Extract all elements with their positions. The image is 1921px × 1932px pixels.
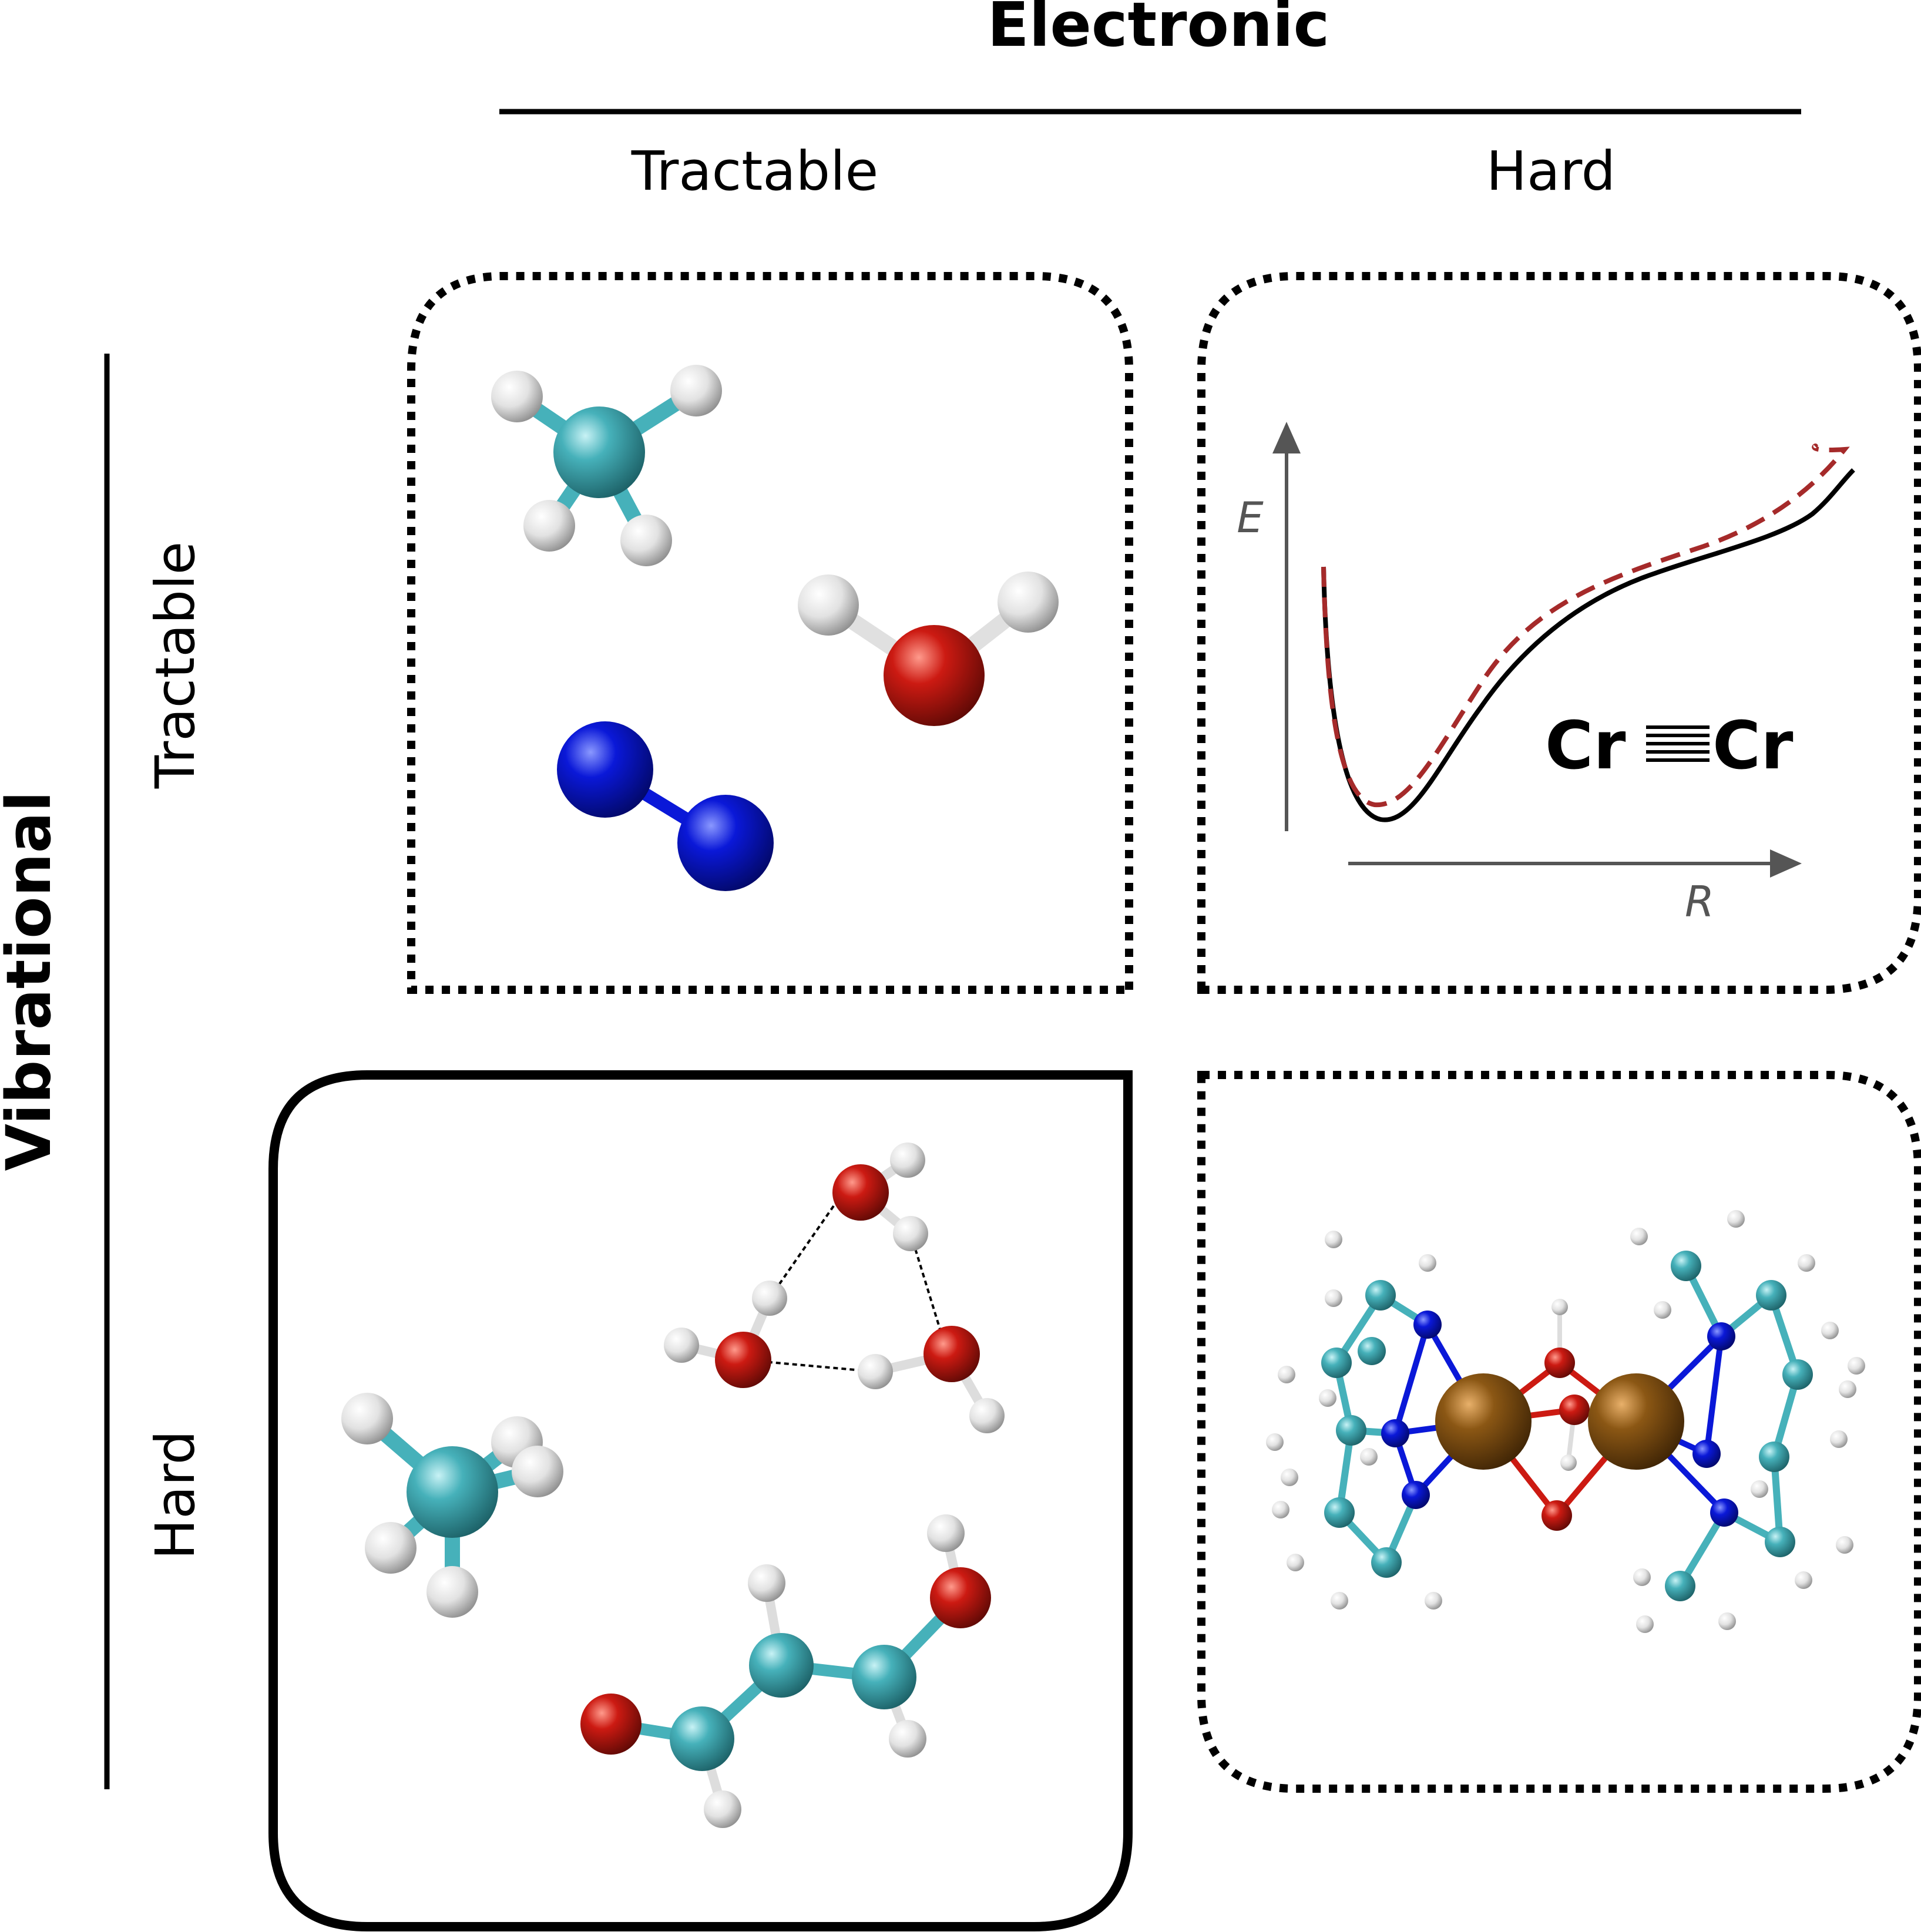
quadruple-bond-icon xyxy=(1646,725,1710,762)
water-trimer xyxy=(664,1143,1005,1433)
column-header-tractable: Tractable xyxy=(631,140,878,203)
chromium-complex xyxy=(1266,1210,1865,1633)
methane-molecule-hard xyxy=(341,1393,563,1618)
column-header-hard: Hard xyxy=(1486,140,1616,203)
cr-left-label: Cr xyxy=(1545,708,1626,784)
x-axis-label: R xyxy=(1685,877,1714,926)
row-header-tractable: Tractable xyxy=(144,542,207,789)
water-molecule xyxy=(798,572,1059,726)
potential-curve-dashed xyxy=(1321,443,1850,808)
cr-right-label: Cr xyxy=(1712,708,1793,784)
y-axis-label: E xyxy=(1237,493,1264,542)
panel-hard-hard xyxy=(1197,1071,1921,1793)
panel-hard-vibrational xyxy=(268,1070,1133,1931)
panel-tractable-tractable xyxy=(407,272,1133,994)
vibrational-title: Vibrational xyxy=(0,791,65,1171)
electronic-title: Electronic xyxy=(988,0,1330,61)
nitrogen-molecule xyxy=(557,721,774,891)
panel-hard-electronic xyxy=(1197,272,1921,994)
malonaldehyde-molecule xyxy=(580,1514,991,1828)
row-header-hard: Hard xyxy=(144,1430,207,1560)
methane-molecule xyxy=(491,365,722,566)
